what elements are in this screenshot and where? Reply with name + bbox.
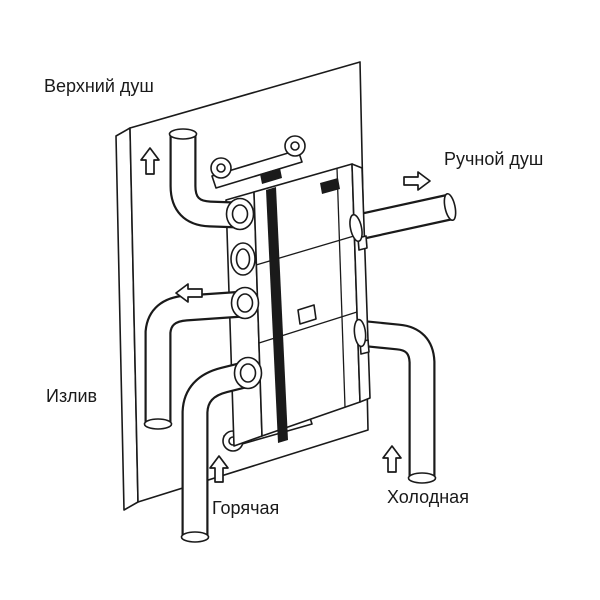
top-shower-pipe-opening — [168, 128, 198, 140]
port-top-shower-inner — [231, 204, 249, 224]
pipe-top-shower — [168, 128, 239, 229]
cartridge-tab — [320, 178, 340, 194]
cold-pipe-opening — [407, 472, 437, 484]
arrow-up-cold-icon — [382, 445, 402, 473]
arrow-up-hot-icon — [209, 455, 229, 483]
arrow-left-spout-icon — [175, 283, 203, 303]
port-spout-inner — [236, 293, 254, 313]
port-hot-inner — [239, 363, 257, 383]
arrow-up-top-shower-icon — [140, 147, 160, 175]
diverter-cap-inner — [235, 248, 251, 270]
label-hot: Горячая — [212, 498, 279, 518]
flow-arrows — [140, 147, 431, 483]
label-hand-shower: Ручной душ — [444, 149, 543, 169]
hand-shower-pipe-opening — [443, 192, 457, 222]
valve-ports — [225, 197, 367, 390]
front-clip-detail — [297, 304, 317, 325]
port-hand-shower — [349, 213, 363, 243]
mounting-strap — [266, 187, 288, 443]
label-spout: Излив — [46, 386, 97, 406]
labels: Верхний душ Ручной душ Излив Горячая Хол… — [44, 76, 543, 518]
strap-top-clip — [260, 168, 282, 184]
panel-seam-vertical — [336, 167, 346, 408]
label-cold: Холодная — [387, 487, 469, 507]
hot-pipe-opening — [180, 531, 210, 543]
arrow-right-hand-shower-icon — [403, 171, 431, 191]
label-upper-shower: Верхний душ — [44, 76, 154, 96]
top-right-ear-hole — [290, 141, 300, 151]
pipe-hand-shower — [351, 192, 457, 242]
spout-pipe-opening — [143, 418, 173, 430]
pipe-hot-inlet — [180, 360, 252, 543]
pipe-spout — [143, 290, 245, 430]
pipe-cold-inlet — [356, 319, 437, 484]
top-left-ear-hole — [216, 163, 226, 173]
port-cold — [353, 318, 367, 348]
top-mounting-bracket — [211, 149, 303, 189]
